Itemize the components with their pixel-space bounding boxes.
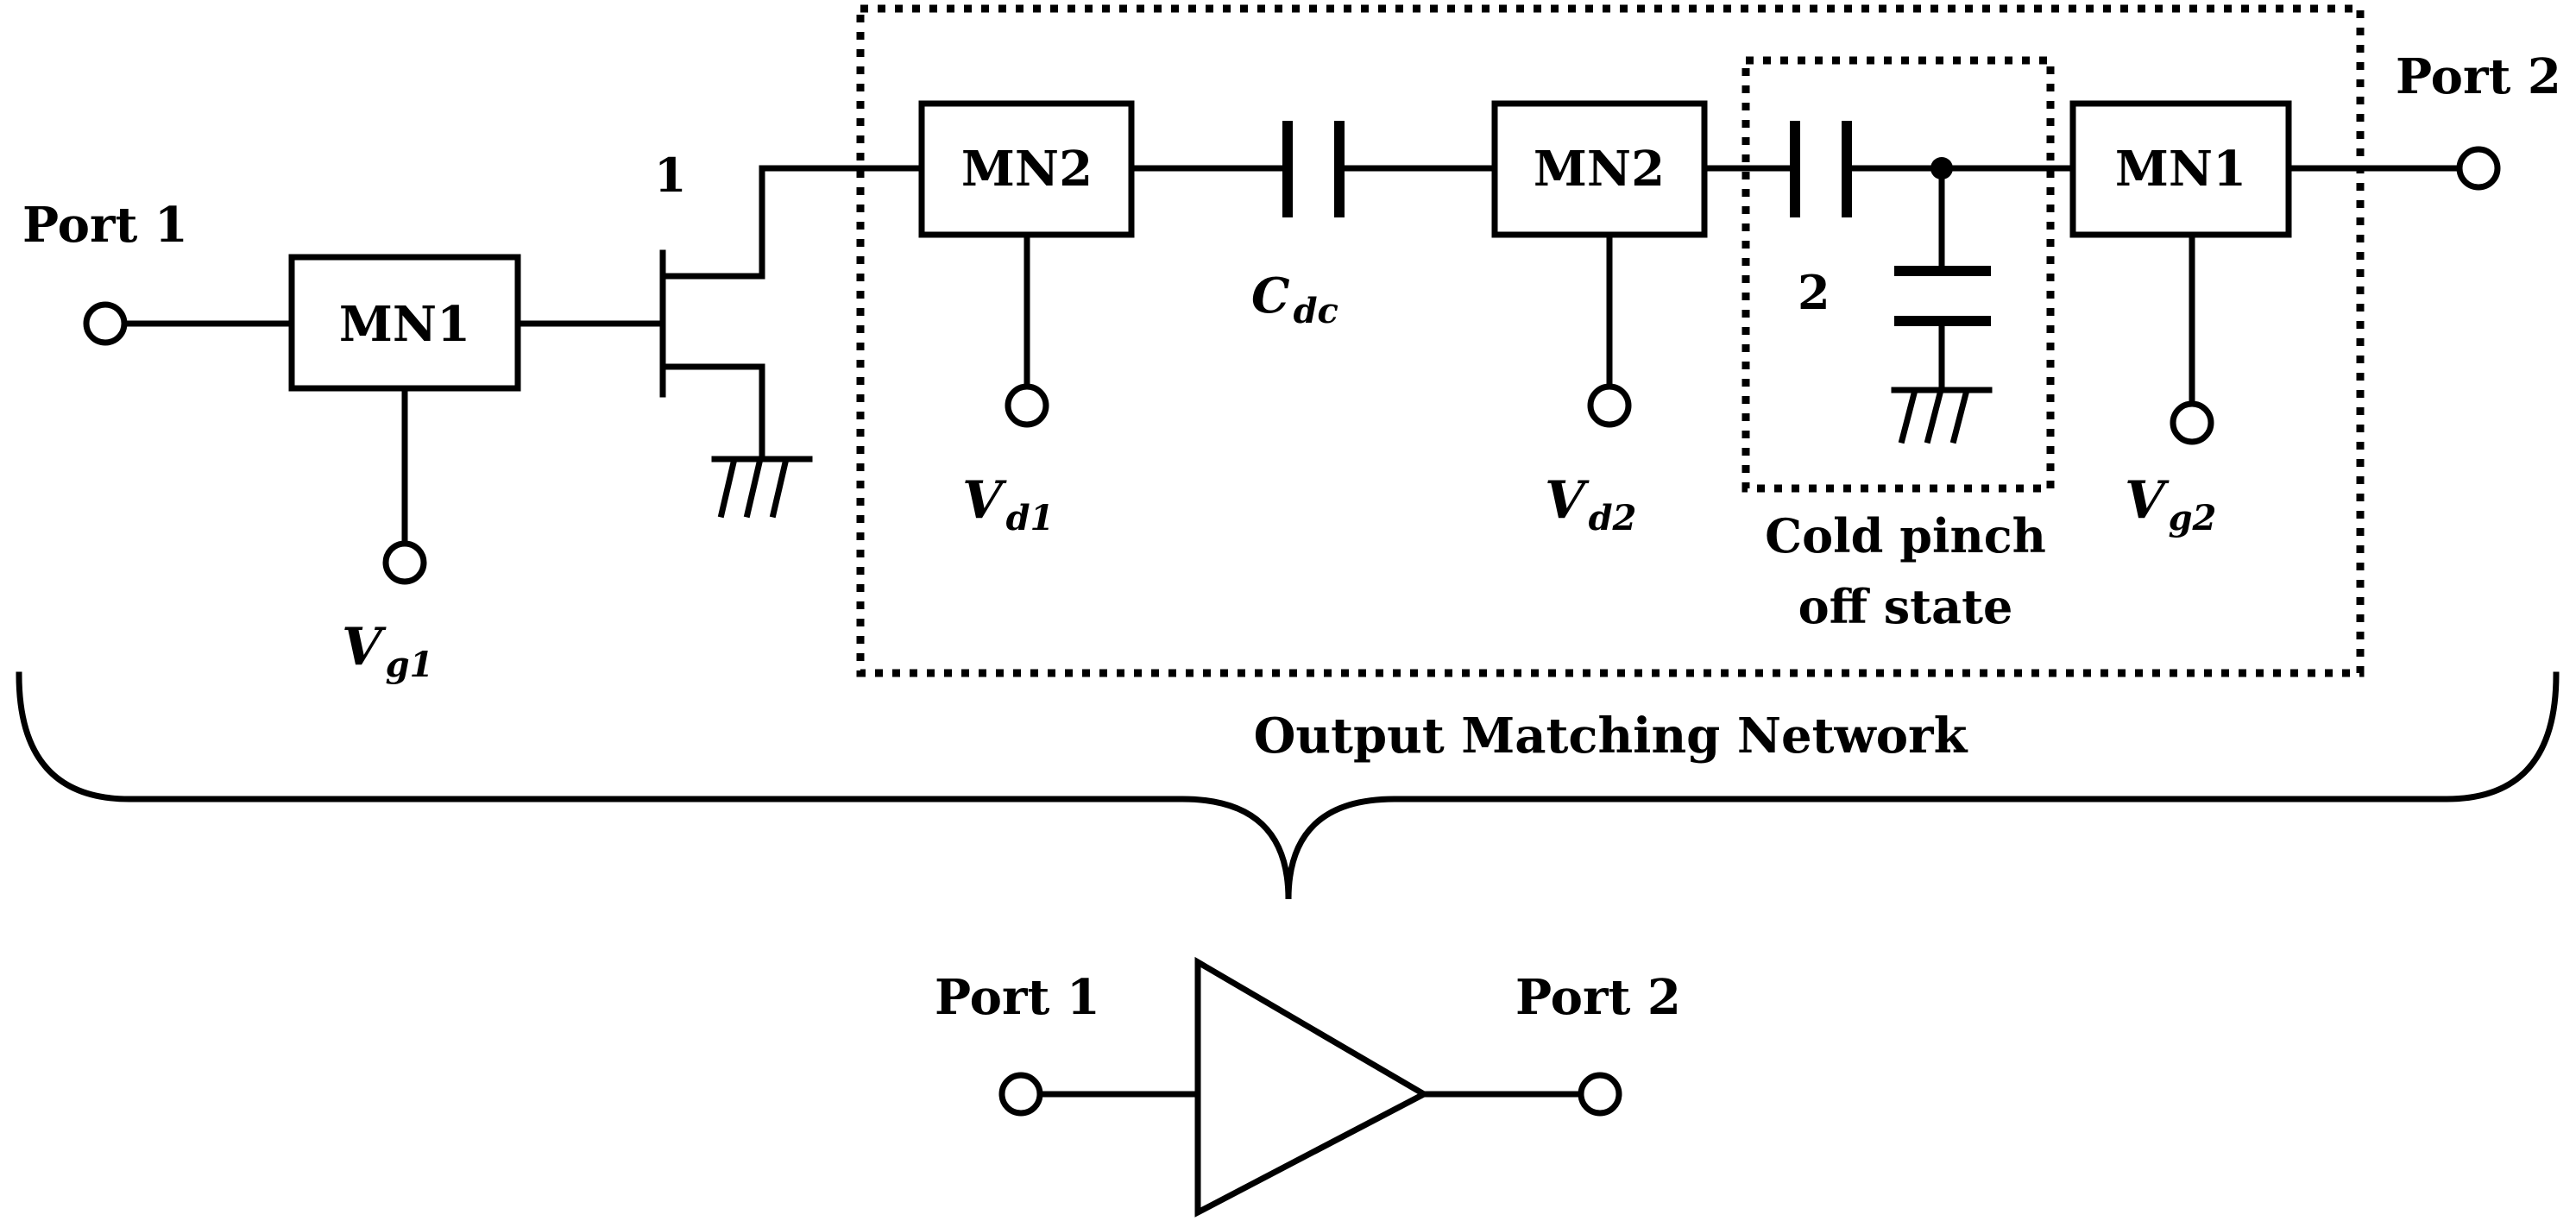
amp-port1-label: Port 1 [935, 969, 1100, 1026]
amp-port1-terminal [998, 1072, 1043, 1117]
grouping-brace [16, 671, 2560, 900]
output-matching-network-boundary [856, 4, 2365, 677]
amp-port2-label: Port 2 [1515, 969, 1681, 1026]
port1-terminal [83, 301, 128, 346]
vd1-terminal [1005, 383, 1049, 428]
amp-port2-terminal [1578, 1072, 1622, 1117]
mn2-first-label: MN2 [961, 141, 1093, 198]
transistor-1 [659, 165, 925, 461]
cold-pinch-off-boundary [1741, 56, 2055, 493]
cold-pinch-label-line2: off state [1798, 579, 2013, 634]
port1-label: Port 1 [22, 197, 188, 254]
mn1-output-label: MN1 [2115, 141, 2246, 198]
cold-pinch-label-line1: Cold pinch [1765, 508, 2046, 563]
mn1-output-box [2069, 100, 2292, 238]
port2-label: Port 2 [2396, 48, 2561, 105]
ground-symbol-2 [1891, 387, 1993, 444]
vg1-terminal [382, 540, 427, 585]
mn2-second-box [1491, 100, 1708, 238]
amplifier-triangle [1194, 956, 1431, 1218]
mn2-first-box [918, 100, 1135, 238]
mn1-input-box [288, 254, 521, 392]
port2-terminal [2456, 146, 2501, 191]
output-matching-network-label: Output Matching Network [1254, 708, 1968, 765]
transistor-1-marker: 1 [654, 148, 687, 203]
mn1-input-label: MN1 [339, 296, 470, 353]
cold-pinch-marker: 2 [1798, 265, 1830, 320]
vg2-terminal [2170, 400, 2214, 445]
vd2-terminal [1587, 383, 1632, 428]
mn2-second-label: MN2 [1534, 141, 1665, 198]
ground-symbol-1 [711, 456, 813, 519]
